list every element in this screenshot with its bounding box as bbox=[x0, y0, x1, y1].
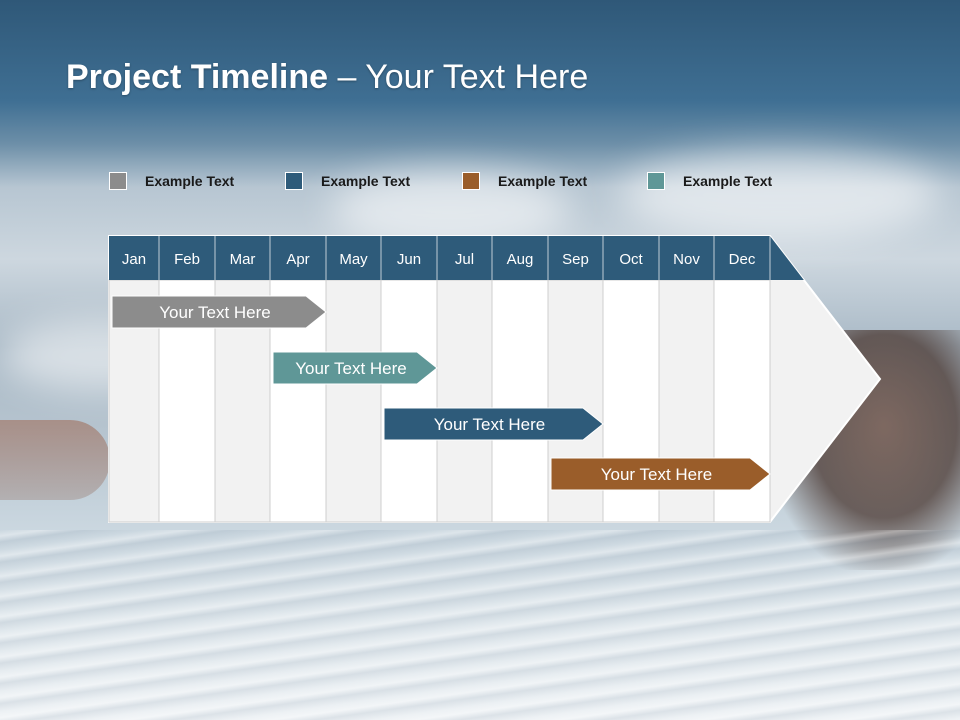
task-arrow bbox=[272, 351, 438, 385]
month-label: Dec bbox=[729, 251, 756, 268]
legend-item: Example Text bbox=[109, 171, 234, 191]
legend-item: Example Text bbox=[462, 171, 587, 191]
month-label: May bbox=[339, 251, 368, 268]
slide-title: Project Timeline – Your Text Here bbox=[66, 58, 588, 97]
water-surface bbox=[0, 530, 960, 720]
month-label: Jun bbox=[397, 251, 421, 268]
legend-swatch bbox=[647, 172, 665, 190]
task-label: Your Text Here bbox=[159, 303, 271, 322]
month-label: Sep bbox=[562, 251, 589, 268]
legend-item: Example Text bbox=[647, 171, 772, 191]
month-label: Mar bbox=[230, 251, 256, 268]
arm-shape bbox=[0, 420, 110, 500]
legend-label: Example Text bbox=[498, 173, 588, 189]
month-label: Jan bbox=[122, 251, 146, 268]
legend-label: Example Text bbox=[145, 173, 235, 189]
task-arrow bbox=[550, 457, 771, 491]
month-label: Oct bbox=[619, 251, 643, 268]
timeline-header-band bbox=[109, 236, 804, 280]
month-label: Aug bbox=[507, 251, 534, 268]
task-label: Your Text Here bbox=[601, 465, 713, 484]
month-column bbox=[436, 279, 493, 523]
task-arrow bbox=[383, 407, 604, 441]
cloud-shape bbox=[620, 150, 940, 240]
legend-label: Example Text bbox=[683, 173, 773, 189]
task-label: Your Text Here bbox=[295, 359, 407, 378]
month-label: Nov bbox=[673, 251, 700, 268]
legend-swatch bbox=[109, 172, 127, 190]
title-bold: Project Timeline bbox=[66, 58, 329, 96]
title-rest: – Your Text Here bbox=[328, 58, 589, 96]
legend-swatch bbox=[462, 172, 480, 190]
legend-item: Example Text bbox=[285, 171, 410, 191]
legend-swatch bbox=[285, 172, 303, 190]
legend-label: Example Text bbox=[321, 173, 411, 189]
month-label: Jul bbox=[455, 251, 474, 268]
month-column bbox=[491, 279, 549, 523]
month-label: Apr bbox=[286, 251, 309, 268]
task-label: Your Text Here bbox=[434, 415, 546, 434]
task-arrow bbox=[111, 295, 327, 329]
month-label: Feb bbox=[174, 251, 200, 268]
month-column bbox=[325, 279, 382, 523]
month-column bbox=[380, 279, 438, 523]
